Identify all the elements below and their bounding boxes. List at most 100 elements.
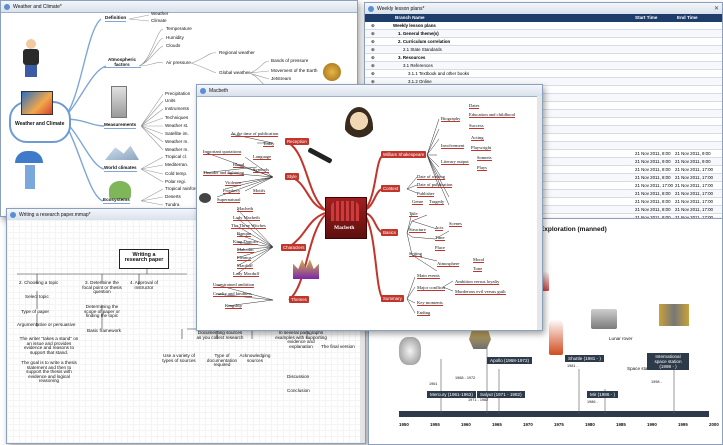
author-6[interactable]: Plays — [477, 165, 487, 171]
event-apollo[interactable]: Apollo (1968-1972) — [487, 357, 533, 364]
item-regional-weather[interactable]: Regional weather — [219, 50, 255, 55]
r-item-14[interactable]: In several paragraphs examples with supp… — [275, 330, 327, 349]
style-1[interactable]: Language — [253, 154, 272, 160]
weather-titlebar[interactable]: Weather and Climate* — [1, 1, 357, 13]
table-row[interactable]: ⊕3. Resources — [365, 54, 722, 62]
context-2[interactable]: Publisher — [417, 191, 435, 197]
r-item-4[interactable]: 3. Determine the focal point or thesis q… — [82, 280, 122, 295]
char-7[interactable]: Macduff — [237, 263, 253, 269]
basics-5[interactable]: Scenes — [449, 221, 462, 227]
r-item-0[interactable]: 2. Choosing a topic — [19, 280, 59, 285]
basics-6[interactable]: Time — [435, 235, 445, 241]
branch-style[interactable]: Style — [285, 173, 299, 180]
author-4[interactable]: Playwright — [471, 145, 492, 151]
style-7[interactable]: Motifs — [253, 188, 266, 194]
table-row[interactable]: ⊕1. General theme(s) — [365, 30, 722, 38]
style-8[interactable]: Supernatural — [217, 197, 241, 203]
char-4[interactable]: King Duncan — [233, 239, 258, 245]
basics-11[interactable]: Tone — [473, 266, 483, 272]
r-item-6[interactable]: Basic framework — [87, 328, 121, 333]
eco-2[interactable]: Tundra — [165, 202, 180, 207]
r-item-11[interactable]: Type of documentation required — [206, 353, 238, 368]
style-6[interactable]: Prophecy — [223, 188, 241, 194]
r-item-9[interactable]: The goal is to write a thesis statement … — [21, 360, 77, 384]
char-8[interactable]: Lady Macduff — [233, 271, 260, 277]
basics-8[interactable]: Setting — [409, 251, 423, 257]
branch-ecosystems[interactable]: Ecosystems — [103, 197, 130, 204]
author-sub-1[interactable]: Involvement — [441, 143, 465, 149]
r-item-1[interactable]: Select topic — [25, 294, 49, 299]
r-item-2[interactable]: Type of paper — [21, 309, 50, 314]
author-sub-0[interactable]: Biography — [441, 116, 461, 122]
r-item-7[interactable]: 4. Approval of instructor — [129, 280, 159, 290]
branch-themes[interactable]: Themes — [289, 296, 309, 303]
char-2[interactable]: The Three Witches — [231, 223, 266, 229]
meas-0[interactable]: Precipitation — [165, 91, 191, 96]
branch-definition[interactable]: Definition — [105, 15, 127, 22]
table-row[interactable]: ⊕3.1 References — [365, 62, 722, 70]
basics-7[interactable]: Place — [435, 245, 445, 251]
header-start-time[interactable]: Start Time — [635, 15, 658, 20]
style-5[interactable]: Violence — [225, 180, 242, 186]
branch-measurements[interactable]: Measurements — [104, 122, 137, 129]
context-1[interactable]: Date of publication — [417, 182, 453, 188]
author-sub-2[interactable]: Literary output — [441, 159, 469, 165]
eco-1[interactable]: Deserts — [165, 194, 181, 199]
table-row[interactable] — [365, 142, 722, 150]
branch-world-climates[interactable]: World climates — [104, 165, 137, 172]
reception-1[interactable]: Today — [263, 141, 275, 147]
item-global-weather[interactable]: Global weather — [219, 70, 250, 75]
item-weather[interactable]: Weather — [151, 11, 169, 16]
branch-summary[interactable]: Summary — [381, 295, 404, 302]
style-4[interactable]: Symbols — [253, 167, 270, 173]
event-mercury[interactable]: Mercury (1961-1963) — [427, 391, 476, 398]
theme-1[interactable]: Cruelty and kindness — [213, 291, 252, 297]
style-2[interactable]: Blood — [233, 162, 245, 168]
style-3[interactable]: Thunder and lightning — [203, 170, 245, 176]
world-2[interactable]: Cold temp. — [165, 171, 188, 176]
theme-0[interactable]: Unrestrained ambition — [213, 282, 255, 288]
table-row[interactable] — [365, 102, 722, 110]
research-central-node[interactable] — [119, 249, 169, 269]
basics-2[interactable]: Title — [409, 211, 418, 217]
macbeth-titlebar[interactable]: Macbeth — [197, 85, 542, 97]
scrollbar-vertical[interactable] — [360, 220, 365, 443]
item-bands[interactable]: Bands of pressure — [271, 58, 309, 63]
r-item-17[interactable]: The final version — [321, 344, 355, 349]
basics-10[interactable]: Mood — [473, 257, 484, 263]
basics-4[interactable]: Acts — [435, 225, 444, 231]
expand-icon[interactable]: ⊕ — [371, 63, 375, 68]
char-1[interactable]: Lady Macbeth — [233, 215, 260, 221]
basics-1[interactable]: Tragedy — [429, 199, 445, 205]
r-item-10[interactable]: Use a variety of types of sources — [162, 353, 196, 363]
r-item-15[interactable]: Discussion — [287, 374, 310, 379]
r-item-3[interactable]: Argumentative or persuasive — [17, 322, 76, 327]
char-3[interactable]: Banquo — [237, 231, 252, 237]
branch-atmo[interactable]: Atmospheric factors — [103, 57, 141, 69]
expand-icon[interactable]: ⊕ — [371, 79, 375, 84]
branch-characters[interactable]: Characters — [281, 244, 307, 251]
header-end-time[interactable]: End Time — [677, 15, 698, 20]
branch-author[interactable]: William Shakespeare — [381, 151, 427, 158]
author-3[interactable]: Acting — [471, 135, 484, 141]
basics-9[interactable]: Atmosphere — [437, 261, 460, 267]
basics-0[interactable]: Genre — [412, 199, 424, 205]
item-climate[interactable]: Climate — [151, 18, 167, 23]
item-movement[interactable]: Movement of the Earth — [271, 68, 318, 73]
r-item-12[interactable]: Documenting sources as you collect resea… — [196, 330, 244, 340]
table-row[interactable]: ⊕3.1.1 Textbook and other books — [365, 70, 722, 78]
meas-6[interactable]: Weather m. — [165, 139, 189, 144]
r-item-13[interactable]: Acknowledging sources — [239, 353, 271, 363]
expand-icon[interactable]: ⊕ — [371, 31, 375, 36]
r-item-5[interactable]: Determining the scope of paper or findin… — [84, 304, 120, 319]
branch-context[interactable]: Context — [381, 185, 401, 192]
world-3[interactable]: Polar regi. — [165, 179, 186, 184]
char-6[interactable]: Fleance — [237, 255, 252, 261]
meas-4[interactable]: Weather st. — [165, 123, 189, 128]
meas-5[interactable]: Satellite im. — [165, 131, 189, 136]
expand-icon[interactable]: ⊕ — [371, 39, 375, 44]
summary-5[interactable]: Ending — [417, 310, 431, 316]
